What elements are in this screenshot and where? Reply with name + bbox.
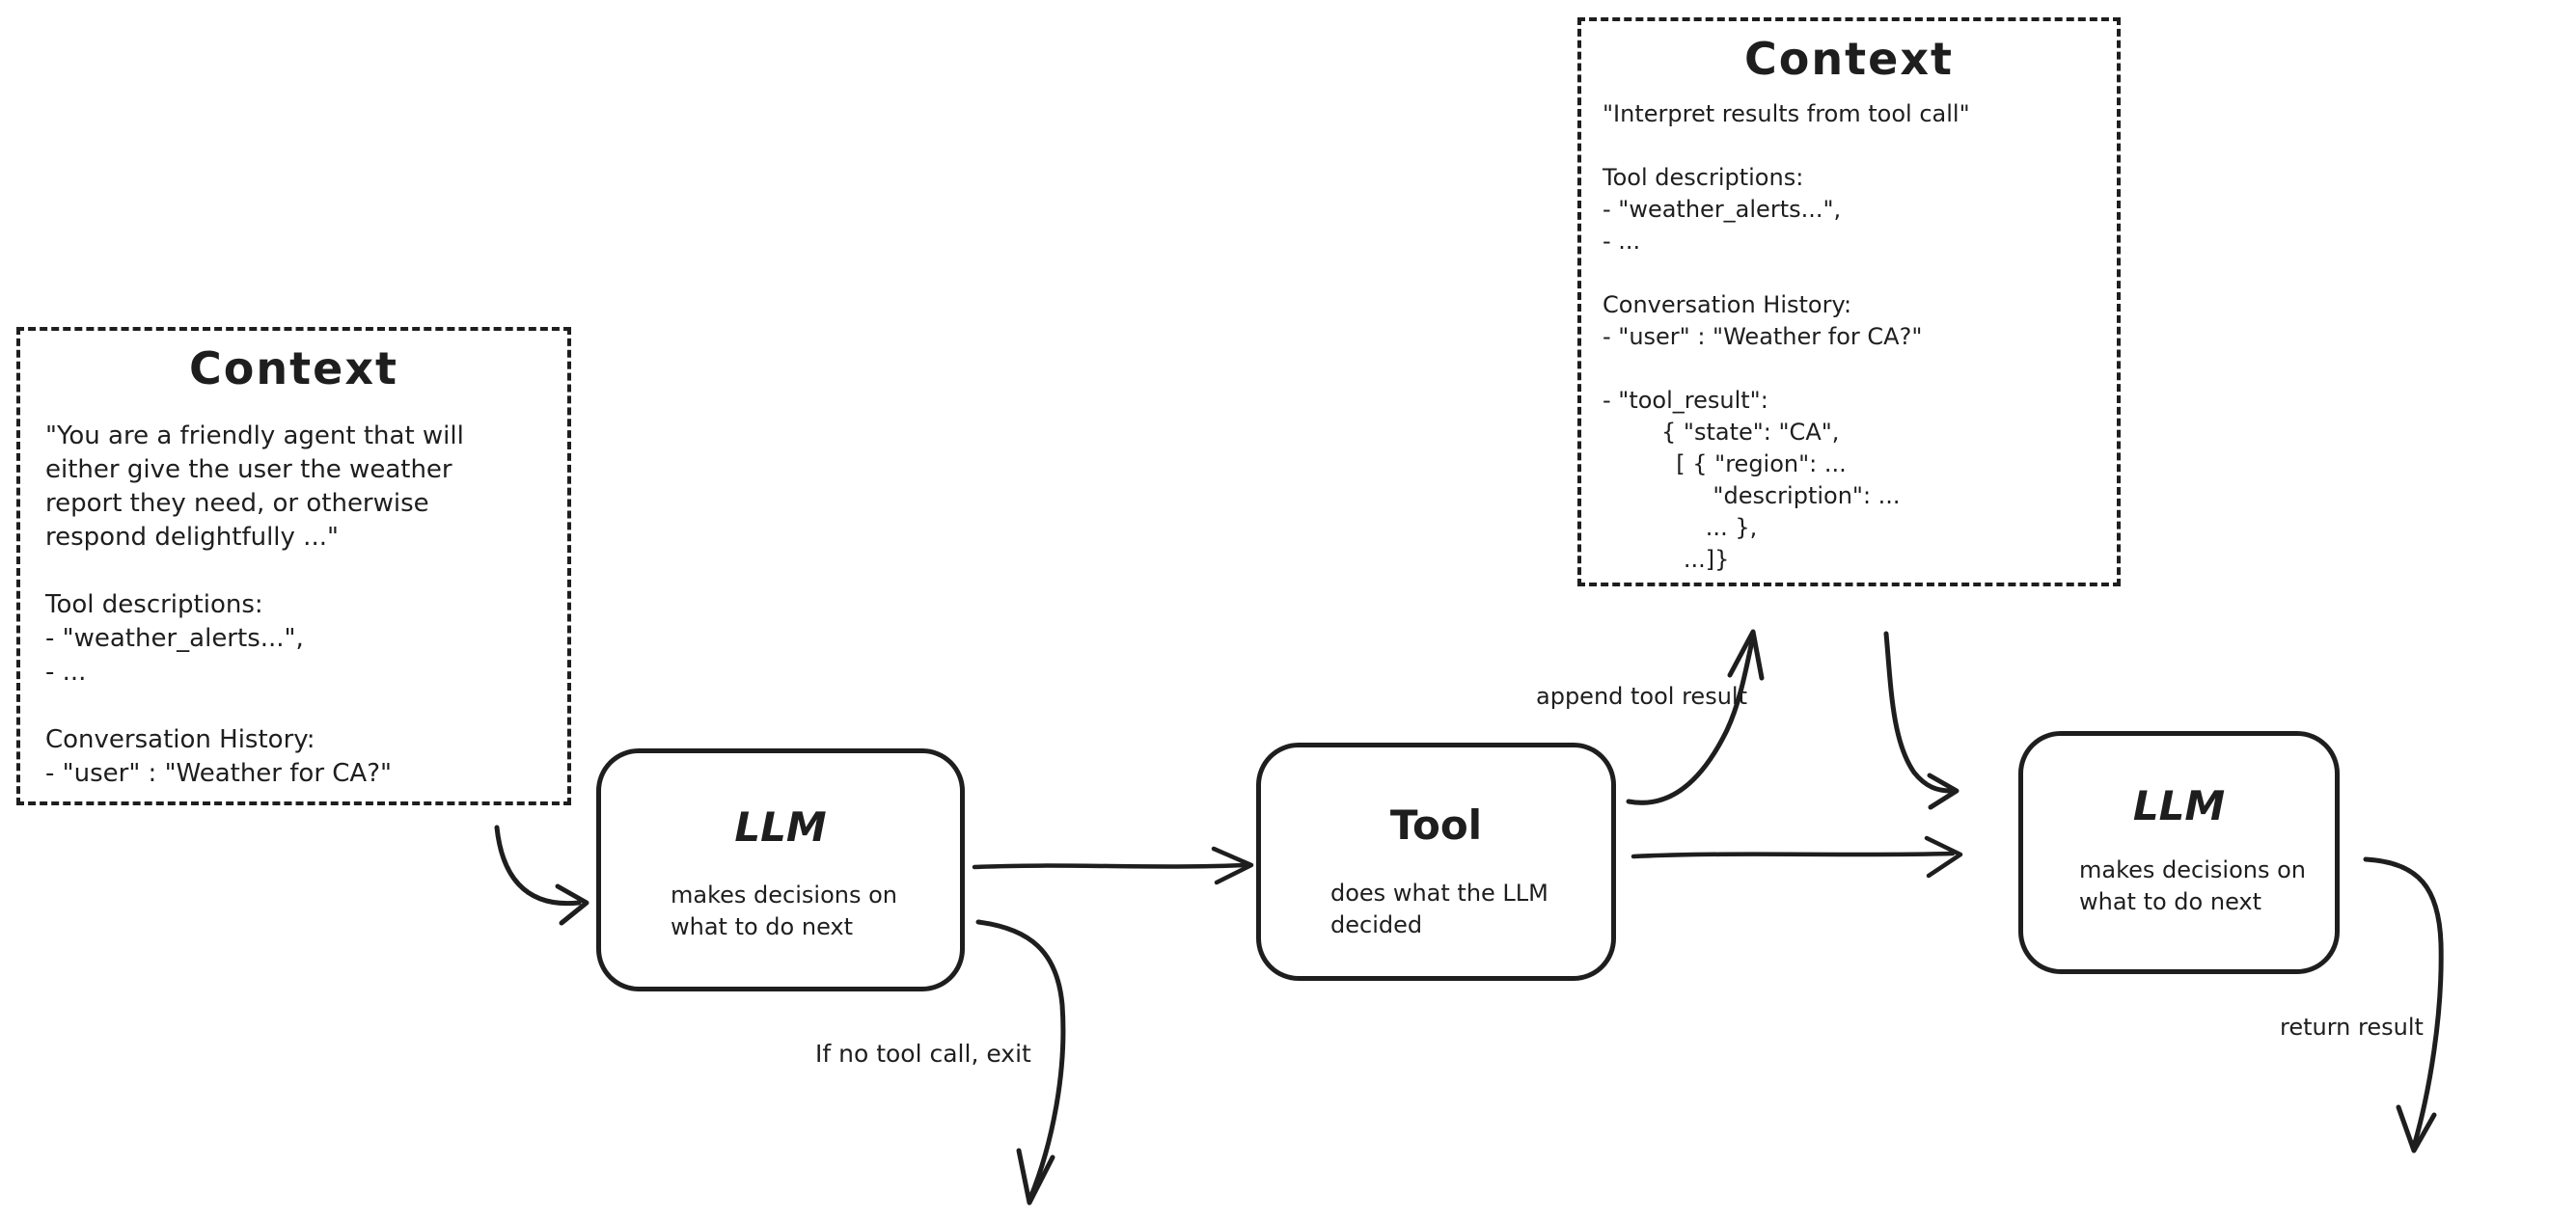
arrow-context-left-to-llm1: [494, 825, 589, 926]
llm-node-2-title: LLM: [2132, 782, 2226, 829]
llm-node-1: LLM makes decisions on what to do next: [596, 748, 965, 991]
llm-node-1-subtitle: makes decisions on what to do next: [671, 882, 897, 940]
llm-node-2-subtitle: makes decisions on what to do next: [2079, 856, 2306, 915]
tool-node-title: Tool: [1389, 801, 1483, 849]
if-no-tool-call-exit-label: If no tool call, exit: [815, 1040, 1031, 1068]
tool-node: Tool does what the LLM decided: [1256, 743, 1616, 981]
arrow-tool-to-context-top: [1626, 629, 1765, 805]
arrow-context-top-to-llm2: [1883, 631, 1959, 810]
llm-node-1-title: LLM: [734, 803, 827, 851]
llm-node-2: LLM makes decisions on what to do next: [2018, 731, 2340, 974]
context-top-title: Context: [1744, 33, 1954, 85]
arrow-tool-to-llm2: [1631, 835, 1963, 879]
context-box-left: Context "You are a friendly agent that w…: [16, 327, 571, 805]
context-box-top: Context "Interpret results from tool cal…: [1577, 17, 2121, 586]
arrow-llm2-return-result: [2363, 856, 2444, 1153]
context-top-body: "Interpret results from tool call" Tool …: [1603, 100, 1970, 573]
append-tool-result-label: append tool result: [1536, 683, 1747, 710]
arrow-llm1-to-tool: [972, 846, 1254, 885]
return-result-label: return result: [2280, 1014, 2424, 1041]
context-left-title: Context: [189, 342, 398, 394]
context-left-body: "You are a friendly agent that will eith…: [45, 421, 464, 788]
tool-node-subtitle: does what the LLM decided: [1330, 880, 1548, 938]
